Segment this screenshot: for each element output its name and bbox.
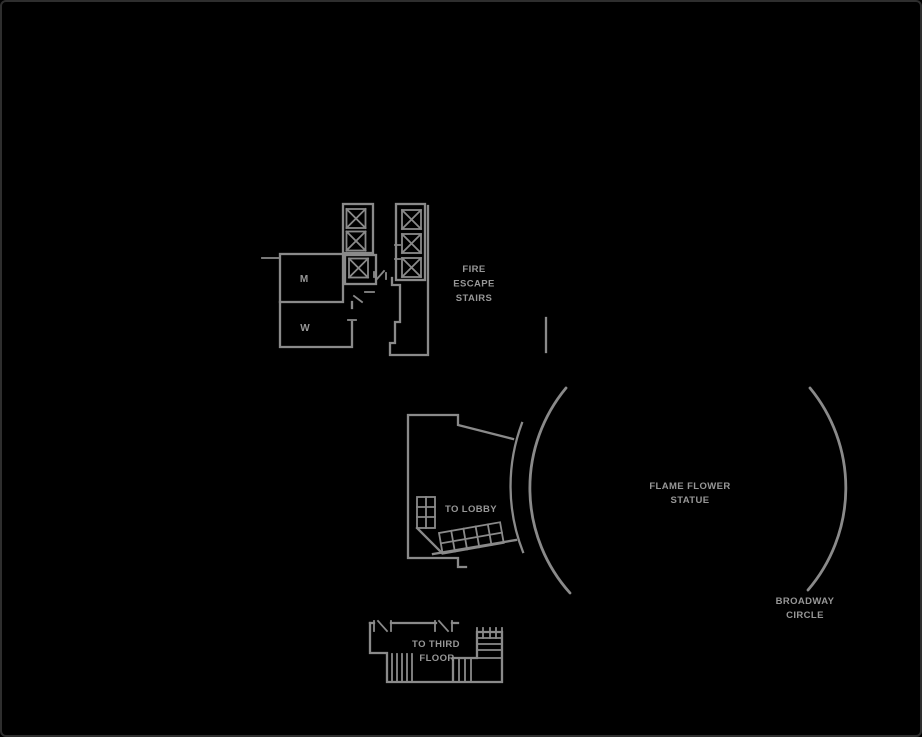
elevator-shaft-icon (400, 208, 423, 231)
label-restroom-m: M (300, 274, 308, 285)
elevator-shaft-icon (347, 257, 370, 279)
restroom-w (278, 294, 364, 349)
label-flame-flower-statue: FLAME FLOWER STATUE (649, 481, 730, 506)
label-line: BROADWAY (776, 596, 835, 607)
elevator-shaft-icon (345, 230, 367, 252)
stair-treads (458, 658, 472, 682)
label-line: FLOOR (419, 653, 454, 664)
door-swing-icon (434, 619, 453, 633)
label-broadway-circle: BROADWAY CIRCLE (776, 596, 835, 621)
third-floor-stairs (368, 619, 504, 684)
broadway-circle-arc-right (806, 386, 848, 592)
label-line: FLAME FLOWER (649, 481, 730, 492)
elevator-shaft-icon (345, 207, 367, 230)
stair-treads (391, 653, 413, 682)
door-swing-icon (364, 269, 387, 293)
escalator-grid (416, 496, 436, 529)
door-swing-icon (347, 294, 364, 321)
elevator-door-tick (394, 244, 401, 260)
elevator-bank-left (341, 202, 378, 286)
elevator-shaft-icon (400, 256, 423, 279)
elevator-bank-right (394, 202, 427, 282)
restroom-m (261, 252, 345, 304)
label-line: FIRE (462, 264, 485, 275)
label-to-lobby: TO LOBBY (445, 504, 497, 515)
label-line: ESCAPE (453, 279, 494, 290)
label-line: CIRCLE (786, 610, 824, 621)
broadway-circle-arc-left (528, 386, 572, 595)
label-restroom-w: W (300, 323, 310, 334)
label-fire-escape-stairs: FIRE ESCAPE STAIRS (453, 264, 494, 304)
escalator-stair-strip (437, 521, 505, 555)
lobby-structure (406, 413, 525, 569)
label-line: STATUE (671, 495, 710, 506)
label-line: TO THIRD (412, 639, 460, 650)
fire-stair-outline (388, 204, 430, 357)
elevator-shaft-icon (400, 232, 423, 255)
stair-tower (452, 627, 503, 659)
label-to-third-floor: TO THIRD FLOOR (412, 639, 460, 664)
door-swing-icon (373, 619, 392, 633)
label-line: STAIRS (456, 293, 493, 304)
inner-walkway-arc (509, 421, 525, 554)
